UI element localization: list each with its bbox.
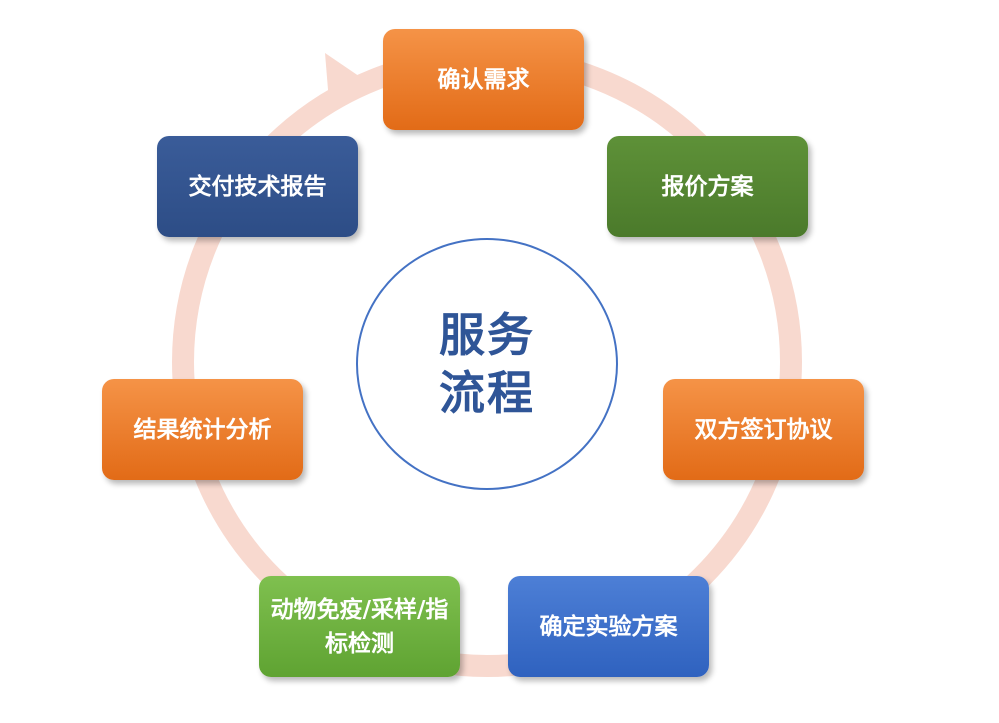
- center-circle: 服务流程: [356, 238, 618, 490]
- step-label: 报价方案: [661, 173, 754, 200]
- step-label: 双方签订协议: [694, 416, 833, 443]
- step-label: 结果统计分析: [133, 416, 272, 443]
- step-immunization-sampling: 动物免疫/采样/指标检测: [259, 576, 460, 677]
- step-confirm-requirements: 确认需求: [383, 29, 584, 130]
- ring-arrowhead: [325, 53, 372, 114]
- step-quotation-plan: 报价方案: [607, 136, 808, 237]
- step-label: 确认需求: [437, 66, 530, 93]
- step-sign-agreement: 双方签订协议: [663, 379, 864, 480]
- step-deliver-report: 交付技术报告: [157, 136, 358, 237]
- step-label: 动物免疫/采样/指标检测: [270, 596, 449, 657]
- step-label: 确定实验方案: [539, 613, 678, 640]
- center-title: 服务流程: [439, 308, 535, 420]
- step-label: 交付技术报告: [188, 173, 327, 200]
- step-statistical-analysis: 结果统计分析: [102, 379, 303, 480]
- step-experiment-plan: 确定实验方案: [508, 576, 709, 677]
